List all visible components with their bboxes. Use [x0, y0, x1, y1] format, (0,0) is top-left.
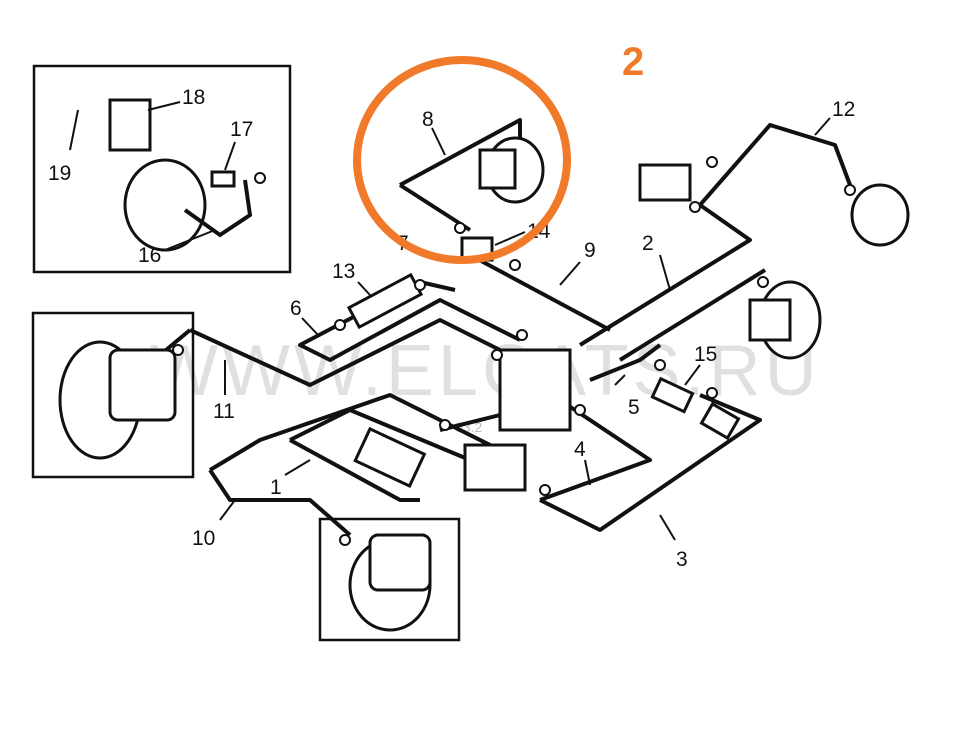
abs-modulator: [498, 348, 572, 432]
inset-front-left-brake-box: [31, 311, 195, 479]
label-4: 4: [574, 438, 586, 461]
label-12: 12: [832, 98, 855, 121]
label-9: 9: [584, 239, 596, 262]
sensor: [699, 401, 741, 441]
proportioning-valve: [353, 426, 427, 488]
rear-right-caliper: [478, 148, 517, 190]
inset-front-right-brake-box: [318, 517, 461, 642]
fittings: [172, 156, 856, 546]
front-left-caliper: [108, 348, 177, 422]
label-19: 19: [48, 162, 71, 185]
leader-lines: [69, 101, 831, 541]
parts: [58, 98, 910, 632]
switch-15: [650, 376, 695, 414]
label-16: 16: [138, 244, 161, 267]
rear-brake-disc: [123, 158, 207, 252]
label-2: 2: [642, 232, 654, 255]
inset-rear-brake-box: [32, 64, 292, 274]
master-cylinder: [463, 443, 527, 492]
label-8: 8: [422, 108, 434, 131]
label-6: 6: [290, 297, 302, 320]
annotation-marker: 2: [622, 40, 644, 84]
label-18: 18: [182, 86, 205, 109]
label-1: 1: [270, 476, 282, 499]
label-5: 5: [628, 396, 640, 419]
front-right-caliper: [368, 533, 432, 592]
rear-hose-16: [183, 179, 253, 238]
label-15: 15: [694, 343, 717, 366]
label-10: 10: [192, 527, 215, 550]
label-13: 13: [332, 260, 355, 283]
brake-booster-12: [850, 183, 910, 247]
label-3: 3: [676, 548, 688, 571]
highlight-circle: [353, 56, 571, 264]
bracket-17: [210, 170, 236, 188]
label-11: 11: [213, 400, 235, 423]
rear-left-caliper: [748, 298, 792, 342]
pressure-valve: [638, 163, 692, 202]
brake-lines: [158, 118, 852, 537]
rear-caliper-lever: [108, 98, 152, 152]
label-17: 17: [230, 118, 253, 141]
